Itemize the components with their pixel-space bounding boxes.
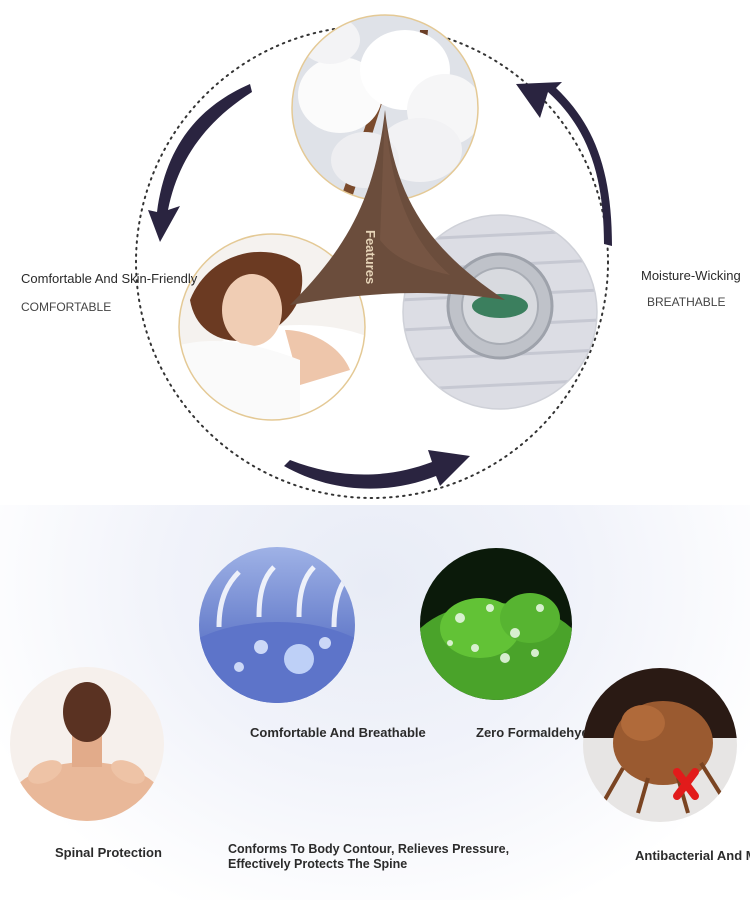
green-plant-photo — [420, 548, 572, 700]
cycle-arrow-bottom — [284, 450, 470, 489]
features-center-label: Features — [363, 230, 378, 285]
fabric-tag-photo — [402, 214, 598, 410]
benefit-label-spinal: Spinal Protection — [55, 845, 162, 860]
cotton-photo — [291, 14, 479, 202]
breathable-water-photo — [199, 547, 355, 703]
features-diagram — [135, 14, 612, 499]
feature-right-title: Moisture-Wicking — [641, 268, 741, 283]
description-line-1: Conforms To Body Contour, Relieves Press… — [228, 842, 510, 856]
cycle-arrow-left — [148, 84, 252, 242]
description-line-2: Effectively Protects The Spine — [228, 857, 408, 871]
feature-right-subtitle: BREATHABLE — [647, 295, 726, 309]
benefit-label-breathable: Comfortable And Breathable — [250, 725, 426, 740]
benefit-label-antibacterial: Antibacterial And M — [635, 848, 750, 863]
feature-left-title: Comfortable And Skin-Friendly — [21, 271, 198, 286]
back-massage-photo — [10, 667, 164, 821]
feature-left-subtitle: COMFORTABLE — [21, 300, 112, 314]
benefit-label-formaldehyde: Zero Formaldehyde — [476, 725, 597, 740]
dust-mite-photo — [583, 668, 737, 822]
